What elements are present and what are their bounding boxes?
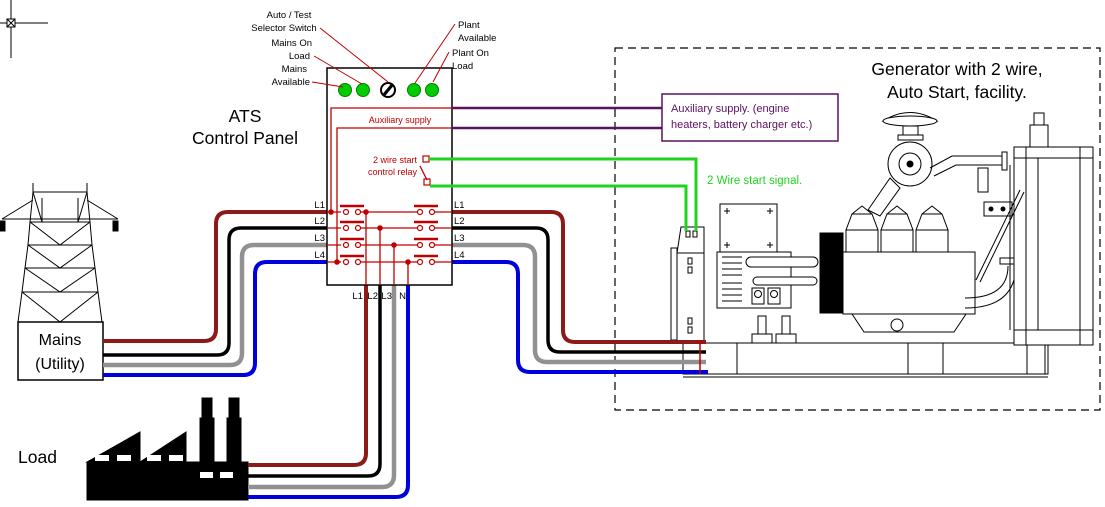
plant-on-load-label-line2: Load (452, 61, 473, 72)
right-terminal-l4: L4 (454, 250, 465, 261)
mains-available-label-line2: Available (272, 77, 310, 88)
ats-to-generator-wires (452, 210, 708, 374)
auxiliary-supply: Auxiliary supply. (engine heaters, batte… (452, 93, 839, 142)
relay-terminal-top (422, 155, 430, 163)
load-wire-l2 (248, 285, 382, 478)
start-signal-wire-2 (430, 184, 688, 231)
start-signal-label: 2 Wire start signal. (707, 175, 802, 187)
generator-illustration (660, 112, 1094, 378)
ats-title-line1: ATS (229, 106, 262, 126)
generator-wire-l3 (452, 242, 706, 365)
ats-to-load-wires (248, 285, 410, 499)
mains-utility-box: Mains (Utility) (17, 321, 104, 381)
start-signal-wire-1 (429, 157, 698, 231)
ats-panel: ATS Control Panel Auxiliary supply 2 wir… (192, 67, 453, 286)
mains-wire-l4 (103, 260, 327, 377)
mains-wire-l3 (103, 242, 327, 368)
relay-label-line1: 2 wire start (373, 155, 418, 165)
transmission-tower-icon (0, 183, 119, 323)
plant-available-lamp (407, 83, 421, 97)
generator-enclosure-dashed-box (614, 47, 1101, 411)
generator-title-line2: Auto Start, facility. (887, 82, 1027, 102)
generator-wire-l1 (452, 210, 706, 344)
ats-title-line2: Control Panel (192, 128, 298, 148)
aux-supply-box-line2: heaters, battery charger etc.) (671, 119, 812, 131)
aux-supply-callout-box (661, 93, 839, 142)
right-terminal-l3: L3 (454, 233, 465, 244)
relay-label-line2: control relay (368, 167, 418, 177)
right-terminal-l1: L1 (454, 200, 465, 211)
selector-label-line1: Auto / Test (267, 10, 312, 21)
aux-supply-internal-label: Auxiliary supply (369, 115, 432, 125)
load-wire-l1 (248, 285, 368, 467)
contact-row-l3 (327, 237, 452, 249)
ats-panel-outline (326, 67, 453, 286)
plant-on-load-label-line1: Plant On (452, 48, 489, 59)
generator-title-line1: Generator with 2 wire, (871, 59, 1042, 79)
mains-on-load-label-line1: Mains On (271, 38, 312, 49)
mains-wire-l2 (103, 226, 327, 357)
mains-on-load-label-line2: Load (289, 51, 310, 62)
start-signal: 2 Wire start signal. (429, 157, 802, 231)
mains-on-load-lamp (356, 83, 370, 97)
left-terminal-l2: L2 (314, 216, 325, 227)
load-wire-l3 (248, 285, 397, 490)
mains-available-lamp (338, 83, 352, 97)
mains-label-line2: (Utility) (35, 356, 85, 373)
load-label: Load (18, 447, 57, 467)
mains-wire-l1 (103, 210, 327, 343)
right-terminal-l2: L2 (454, 216, 465, 227)
load-factory-icon (85, 397, 249, 501)
plant-available-label-line2: Available (458, 33, 496, 44)
bottom-terminal-l2: L2 (367, 291, 378, 302)
contact-row-l1 (327, 204, 452, 216)
bottom-terminal-n: N (399, 291, 406, 302)
mains-label-line1: Mains (39, 332, 82, 349)
plant-on-load-lamp (425, 83, 439, 97)
aux-supply-box-line1: Auxiliary supply. (engine (671, 103, 789, 115)
auto-test-selector-switch (380, 82, 396, 98)
plant-available-label-line1: Plant (458, 20, 480, 31)
selector-label-line2: Selector Switch (251, 23, 316, 34)
origin-crosshair-icon (0, 0, 48, 58)
mains-to-ats-wires (103, 210, 327, 377)
generator-wire-l4 (452, 260, 708, 374)
left-terminal-l3: L3 (314, 233, 325, 244)
ats-annunciator-labels: Auto / Test Selector Switch Mains On Loa… (251, 10, 496, 88)
bottom-terminal-l3: L3 (381, 291, 392, 302)
ats-terminal-labels: L1 L2 L3 L4 L1 L2 L3 L4 L1 L2 L3 N (314, 200, 464, 302)
left-terminal-l1: L1 (314, 200, 325, 211)
load-wire-n (248, 285, 410, 499)
generator-wire-l2 (452, 226, 706, 354)
left-terminal-l4: L4 (314, 250, 325, 261)
mains-available-label-line1: Mains (282, 64, 308, 75)
bottom-terminal-l1: L1 (352, 291, 363, 302)
contact-row-l2 (327, 220, 452, 232)
